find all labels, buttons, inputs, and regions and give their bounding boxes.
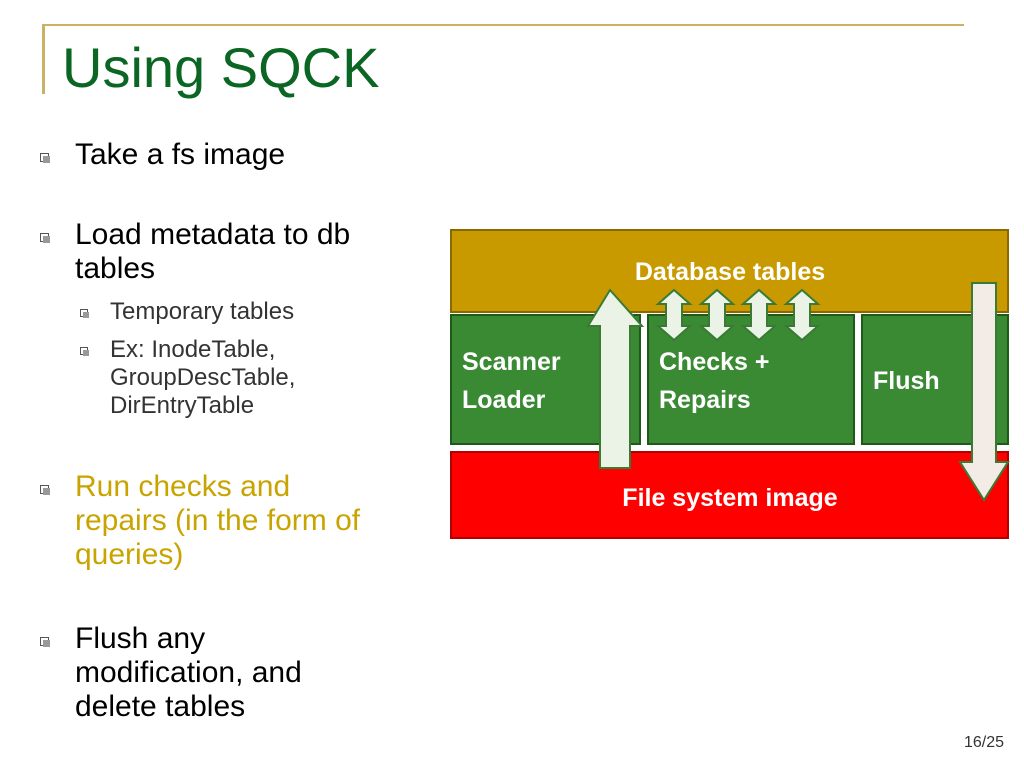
loader-label: Loader	[462, 386, 546, 414]
file-system-image-label: File system image	[622, 484, 837, 512]
bullet-square-icon	[40, 233, 50, 243]
bullet-load-metadata: Load metadata to db tables	[40, 218, 350, 286]
frame-horizontal-line	[42, 24, 964, 26]
flush-label: Flush	[873, 367, 940, 395]
bullet-flush: Flush any modification, and delete table…	[40, 622, 302, 724]
checks-repairs-box	[647, 314, 855, 445]
load-up-arrow-icon	[586, 288, 645, 469]
bullet-text-line2: modification, and	[75, 656, 302, 689]
query-double-arrow-icon	[698, 288, 736, 342]
sub-bullet-example: Ex: InodeTable, GroupDescTable, DirEntry…	[80, 336, 295, 420]
sub-bullet-text-line1: Ex: InodeTable,	[110, 336, 276, 363]
bullet-text-line3: queries)	[75, 538, 184, 571]
sub-bullet-text-line3: DirEntryTable	[110, 392, 255, 419]
database-tables-box	[450, 229, 1009, 313]
frame-vertical-line	[42, 24, 45, 94]
file-system-image-box	[450, 451, 1009, 539]
bullet-text-line1: Load metadata to db	[75, 218, 351, 251]
bullet-square-icon	[40, 485, 50, 495]
bullet-text-line1: Flush any	[75, 622, 206, 655]
page-number: 16/25	[963, 734, 1004, 751]
sub-bullet-square-icon	[80, 347, 89, 356]
query-double-arrow-icon	[783, 288, 821, 342]
bullet-text-line3: delete tables	[75, 690, 246, 723]
sub-bullet-text: Temporary tables	[110, 298, 295, 325]
bullet-text: Take a fs image	[75, 138, 286, 171]
query-double-arrow-icon	[655, 288, 693, 342]
bullet-text-line2: tables	[75, 252, 156, 285]
checks-label: Checks +	[659, 348, 770, 376]
database-tables-label: Database tables	[635, 258, 825, 286]
sub-bullet-text-line2: GroupDescTable,	[110, 364, 296, 391]
sub-bullet-square-icon	[80, 309, 89, 318]
sub-bullet-temporary: Temporary tables	[80, 298, 294, 326]
query-double-arrow-icon	[740, 288, 778, 342]
bullet-text-line1: Run checks and	[75, 470, 291, 503]
slide-title: Using SQCK	[62, 36, 380, 99]
bullet-square-icon	[40, 153, 50, 163]
scanner-label: Scanner	[462, 348, 561, 376]
bullet-run-checks: Run checks and repairs (in the form of q…	[40, 470, 360, 572]
bullet-take-image: Take a fs image	[40, 138, 285, 172]
repairs-label: Repairs	[659, 386, 751, 414]
bullet-text-line2: repairs (in the form of	[75, 504, 361, 537]
bullet-square-icon	[40, 637, 50, 647]
flush-down-arrow-icon	[958, 282, 1010, 502]
